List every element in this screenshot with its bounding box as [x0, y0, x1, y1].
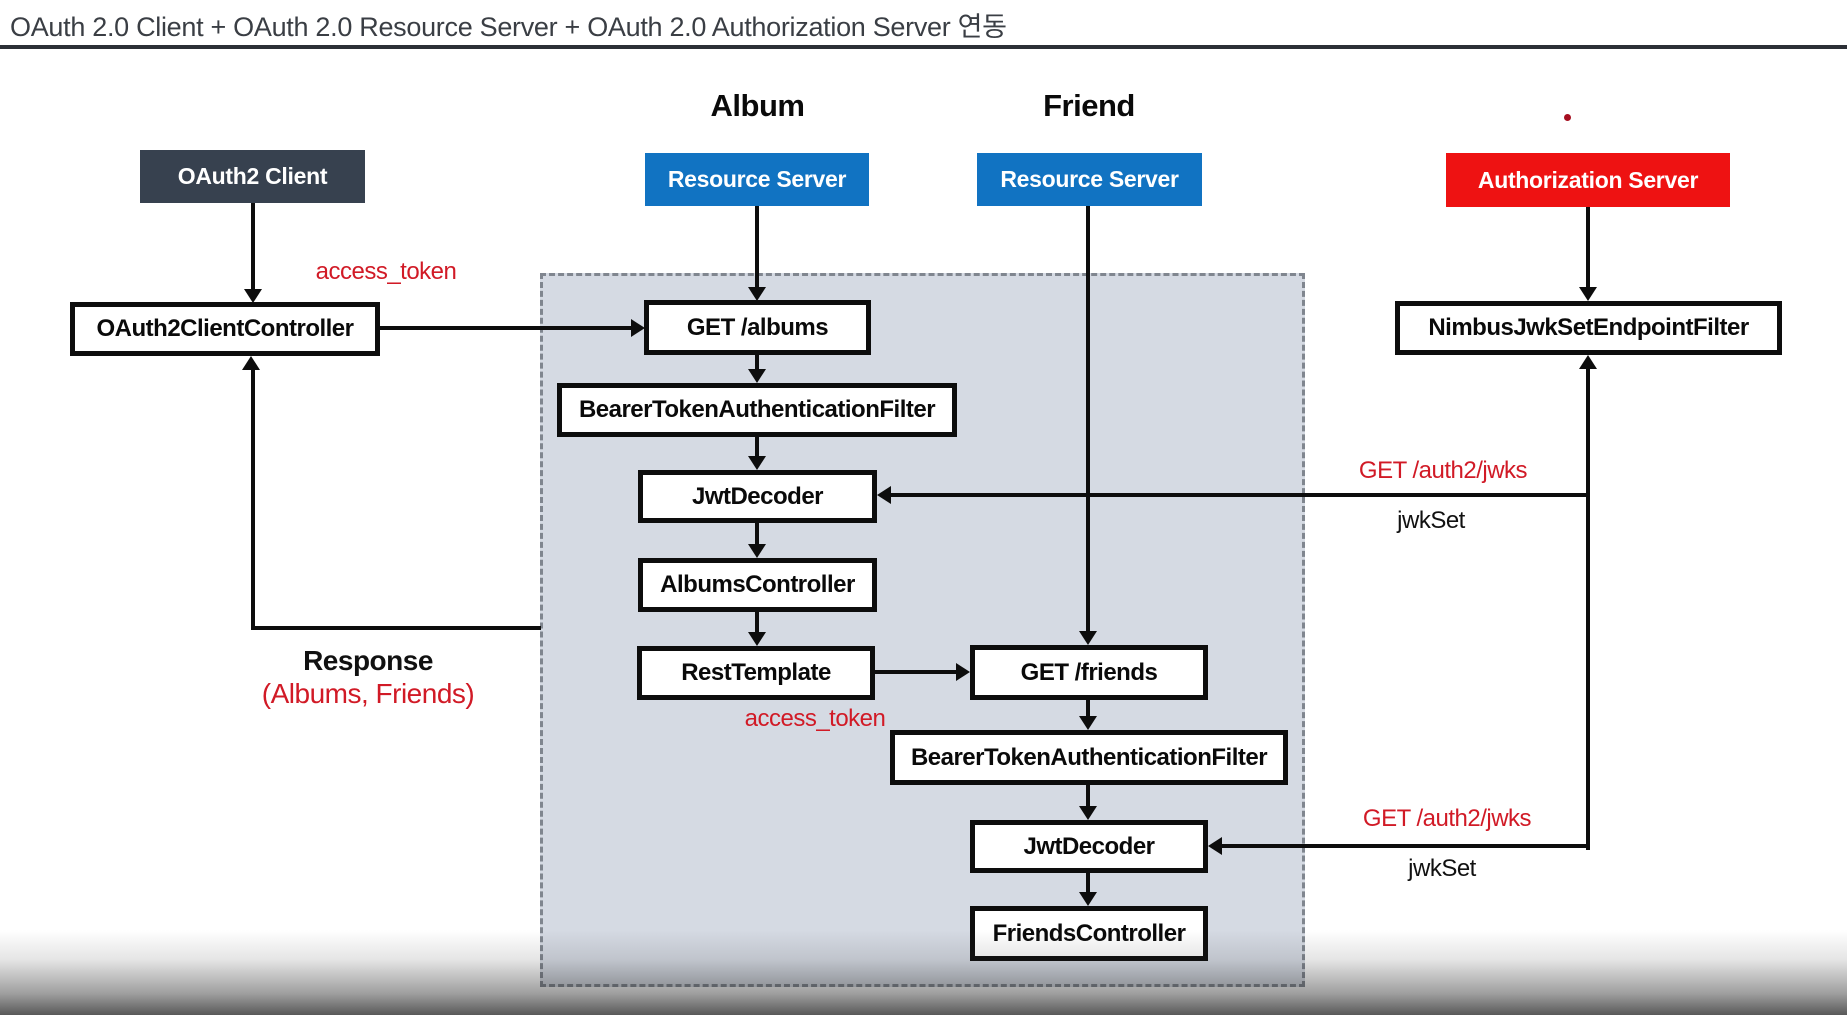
label-access-token-bottom: access_token [744, 705, 886, 732]
red-dot [1564, 114, 1571, 121]
arrow-jwt-to-albumscontroller-line [755, 523, 759, 545]
arrow-rs-friend-head [1079, 631, 1097, 645]
label-access-token-top: access_token [315, 258, 457, 285]
node-friends-controller: FriendsController [970, 906, 1208, 961]
arrow-client-to-controller-head [244, 289, 262, 303]
node-get-albums: GET /albums [644, 300, 871, 355]
node-oauth2-client-controller: OAuth2ClientController [70, 302, 380, 356]
arrow-controller-to-albums-head [631, 319, 645, 337]
node-bearer-token-filter-friend: BearerTokenAuthenticationFilter [890, 730, 1288, 785]
node-nimbus-jwkset-endpoint-filter: NimbusJwkSetEndpointFilter [1395, 301, 1782, 355]
arrow-response-head [242, 356, 260, 370]
node-bearer-token-filter-album: BearerTokenAuthenticationFilter [557, 383, 957, 437]
node-jwt-decoder-friend: JwtDecoder [970, 820, 1208, 873]
label-jwks-response-bottom: jwkSet [1408, 855, 1476, 882]
friend-resource-server-box: Resource Server [977, 153, 1202, 206]
label-response: Response [303, 645, 433, 676]
arrow-albumscontroller-to-rest-line [755, 612, 759, 633]
response-horizontal-line [251, 626, 541, 630]
authorization-server-box: Authorization Server [1446, 153, 1730, 207]
arrow-friends-to-btaf-line [1086, 700, 1090, 718]
arrow-jwt-to-albumscontroller-head [748, 544, 766, 558]
resource-flow-region [540, 273, 1305, 987]
arrow-rest-to-friends-line [875, 670, 958, 674]
arrow-auth-to-nimbus-head [1579, 287, 1597, 301]
arrow-rs-friend-line [1086, 206, 1090, 633]
arrow-jwtfriend-to-controller-head [1079, 892, 1097, 906]
arrow-controller-to-albums-line [380, 326, 632, 330]
node-get-friends: GET /friends [970, 645, 1208, 700]
page-title: OAuth 2.0 Client + OAuth 2.0 Resource Se… [10, 12, 1007, 42]
node-jwt-decoder-album: JwtDecoder [638, 470, 877, 523]
label-response-detail: (Albums, Friends) [261, 678, 475, 709]
arrow-albums-to-btaf-head [748, 369, 766, 383]
arrow-jwks-to-jwtfriend-head [1208, 837, 1222, 855]
node-albums-controller: AlbumsController [638, 558, 877, 612]
arrow-albumscontroller-to-rest-head [748, 632, 766, 646]
title-divider [0, 45, 1847, 49]
arrow-client-to-controller-line [251, 203, 255, 291]
friend-group-header: Friend [1043, 88, 1135, 123]
arrow-auth-to-nimbus-line [1586, 207, 1590, 289]
jwks-vertical-line [1586, 368, 1590, 850]
label-jwks-response-top: jwkSet [1397, 507, 1465, 534]
arrow-jwks-up-head [1579, 355, 1597, 369]
arrow-btaf-to-jwt-head [748, 456, 766, 470]
arrow-jwks-to-jwtalbum-head [877, 486, 891, 504]
response-vertical-line [251, 369, 255, 630]
arrow-btaf-to-jwtfriend-head [1079, 806, 1097, 820]
node-rest-template: RestTemplate [637, 646, 875, 700]
label-jwks-request-top: GET /auth2/jwks [1358, 457, 1528, 484]
arrow-btaf-to-jwt-line [755, 437, 759, 457]
arrow-rs-album-line [755, 206, 759, 289]
arrow-rest-to-friends-head [956, 663, 970, 681]
arrow-btaf-to-jwtfriend-line [1086, 785, 1090, 807]
arrow-jwks-to-jwtalbum-line [890, 493, 1590, 497]
album-group-header: Album [710, 88, 805, 123]
album-resource-server-box: Resource Server [645, 153, 869, 206]
arrow-jwks-to-jwtfriend-line [1221, 844, 1590, 848]
label-jwks-request-bottom: GET /auth2/jwks [1362, 805, 1532, 832]
arrow-friends-to-btaf-head [1079, 716, 1097, 730]
arrow-jwtfriend-to-controller-line [1086, 873, 1090, 893]
arrow-rs-album-head [748, 287, 766, 301]
arrow-albums-to-btaf-line [755, 355, 759, 371]
oauth2-client-box: OAuth2 Client [140, 150, 365, 203]
